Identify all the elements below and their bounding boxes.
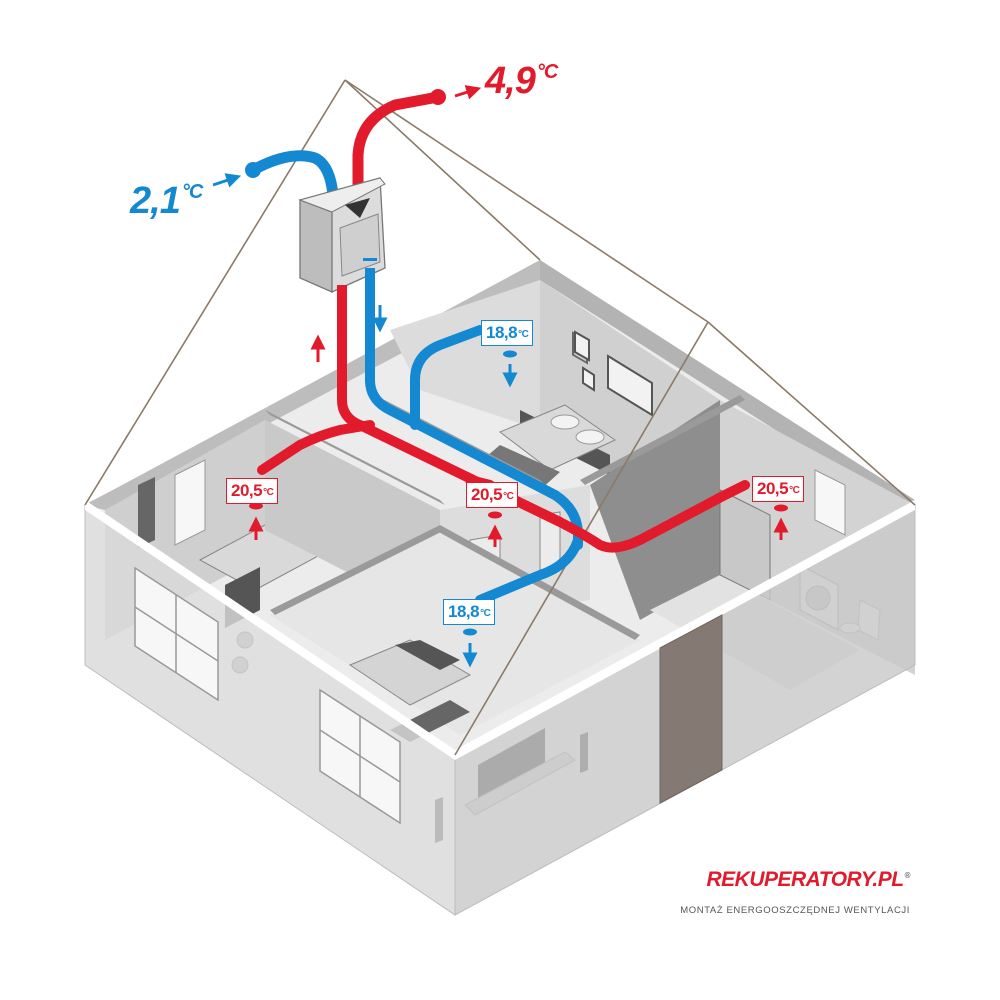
intake-opening <box>245 162 261 178</box>
diffuser-extract-living <box>462 628 478 668</box>
extract-living-temperature-badge: 18,8°C <box>443 599 496 625</box>
supply-right-temperature-value: 20,5 <box>757 479 789 498</box>
exhaust-temperature: 4,9°C <box>485 60 558 102</box>
duct-supply-main <box>337 275 750 553</box>
supply-center-temperature-value: 20,5 <box>471 485 503 504</box>
wall-picture-large <box>607 354 653 417</box>
exhaust-opening <box>430 89 446 105</box>
sofa-back <box>395 640 460 670</box>
partition-top-3 <box>580 395 745 485</box>
duct-extract-bedroom <box>410 325 485 430</box>
extract-living-temperature-unit: °C <box>480 608 491 619</box>
recuperator-unit-icon <box>298 177 386 293</box>
duct-supply-left <box>257 420 375 475</box>
diffuser-supply-right <box>773 504 789 540</box>
brand-registered-mark: ® <box>904 871 911 880</box>
supply-left-temperature-unit: °C <box>263 487 274 498</box>
flow-arrow-exhaust-icon <box>454 85 482 100</box>
exhaust-temperature-value: 4,9 <box>485 60 536 102</box>
living-partition <box>270 525 445 615</box>
partition-top <box>265 410 445 505</box>
flow-arrow-intake-icon <box>212 173 242 188</box>
wall-picture-small <box>574 330 590 362</box>
living-partition-2 <box>435 525 640 640</box>
brand-name: REKUPERATORY.PL <box>706 868 904 891</box>
front-wall-right-top <box>455 500 915 760</box>
bathroom-dark-wall <box>590 400 720 620</box>
sofa <box>348 639 472 706</box>
extract-bedroom-temperature-value: 18,8 <box>486 323 518 342</box>
kitchen-window <box>174 459 206 546</box>
bed-rug <box>480 445 560 490</box>
duct-extract-living <box>475 535 583 605</box>
bed-pillow-2 <box>575 429 605 445</box>
supply-right-temperature-badge: 20,5°C <box>752 476 805 502</box>
entrance-door <box>659 614 723 804</box>
extract-living-temperature-value: 18,8 <box>448 602 480 621</box>
outdoor-intake-temperature: 2,1°C <box>130 180 203 222</box>
supply-right-temperature-unit: °C <box>789 485 800 496</box>
supply-center-temperature-badge: 20,5°C <box>466 482 519 508</box>
outdoor-intake-temperature-value: 2,1 <box>130 180 181 222</box>
roof-outline <box>84 79 916 756</box>
duct-intake <box>247 150 339 201</box>
extract-bedroom-temperature-unit: °C <box>518 329 529 340</box>
brand-logo: REKUPERATORY.PL® <box>680 868 910 892</box>
supply-left-temperature-value: 20,5 <box>231 481 263 500</box>
diffuser-supply-left <box>248 502 264 540</box>
duct-extract-main <box>365 255 583 550</box>
supply-center-temperature-unit: °C <box>503 491 514 502</box>
window-transom <box>134 606 219 662</box>
front-wall-left-top <box>85 500 455 760</box>
exhaust-temperature-unit: °C <box>536 61 558 83</box>
diffuser-supply-center <box>487 511 503 547</box>
duct-exhaust <box>352 91 444 201</box>
bed-mattress <box>499 404 616 471</box>
window-transom-2 <box>319 729 401 783</box>
fridge <box>138 477 155 548</box>
bedroom-wall-left <box>390 280 540 430</box>
wall-picture-small-2 <box>582 366 595 392</box>
outdoor-intake-temperature-unit: °C <box>181 181 203 203</box>
diffuser-extract-bedroom <box>502 350 518 388</box>
bathroom-window <box>814 469 846 536</box>
back-wall-right <box>540 260 915 506</box>
living-wall-back <box>270 530 640 735</box>
supply-left-temperature-badge: 20,5°C <box>226 478 279 504</box>
brand-tagline: MONTAŻ ENERGOOSZCZĘDNEJ WENTYLACJI <box>680 905 910 916</box>
bed-pillow <box>550 414 580 430</box>
extract-bedroom-temperature-badge: 18,8°C <box>481 320 534 346</box>
